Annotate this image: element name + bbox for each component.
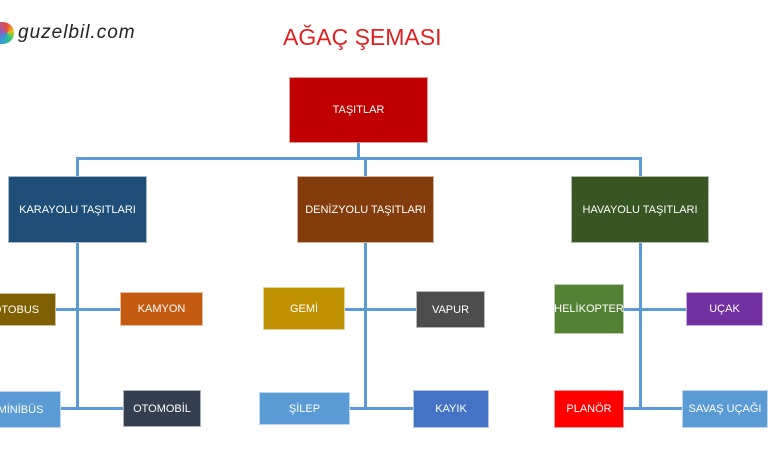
connector <box>76 157 79 176</box>
connector <box>624 407 682 410</box>
connector <box>624 308 686 311</box>
connector <box>76 243 79 409</box>
node-root: TAŞITLAR <box>289 77 428 143</box>
connector <box>639 157 642 176</box>
node-minibus: MİNİBÜS <box>0 391 61 428</box>
connector <box>639 243 642 409</box>
node-gemi: GEMİ <box>263 287 345 330</box>
node-denizyolu: DENİZYOLU TAŞITLARI <box>297 176 434 243</box>
node-otomobil: OTOMOBİL <box>123 390 201 427</box>
connector <box>56 308 120 311</box>
node-havayolu: HAVAYOLU TAŞITLARI <box>571 176 709 243</box>
connector <box>61 407 123 410</box>
node-karayolu: KARAYOLU TAŞITLARI <box>8 176 147 243</box>
logo-icon <box>0 22 14 44</box>
node-helikopter: HELİKOPTER <box>554 284 624 334</box>
connector <box>364 157 367 176</box>
node-ucak: UÇAK <box>686 292 763 326</box>
connector <box>364 243 367 409</box>
logo-text: guzelbil.com <box>18 22 136 43</box>
page-title: AĞAÇ ŞEMASI <box>283 24 442 50</box>
node-vapur: VAPUR <box>416 291 485 328</box>
node-kayik: KAYIK <box>413 390 489 428</box>
node-otobus: OTOBUS <box>0 293 56 326</box>
node-kamyon: KAMYON <box>120 292 203 326</box>
connector <box>350 407 413 410</box>
node-planor: PLANÖR <box>554 390 624 428</box>
node-silep: ŞİLEP <box>259 392 350 425</box>
connector <box>357 143 360 159</box>
connector <box>76 157 642 160</box>
logo: guzelbil.com <box>0 22 136 44</box>
connector <box>345 308 416 311</box>
node-savas-ucagi: SAVAŞ UÇAĞI <box>682 390 768 428</box>
